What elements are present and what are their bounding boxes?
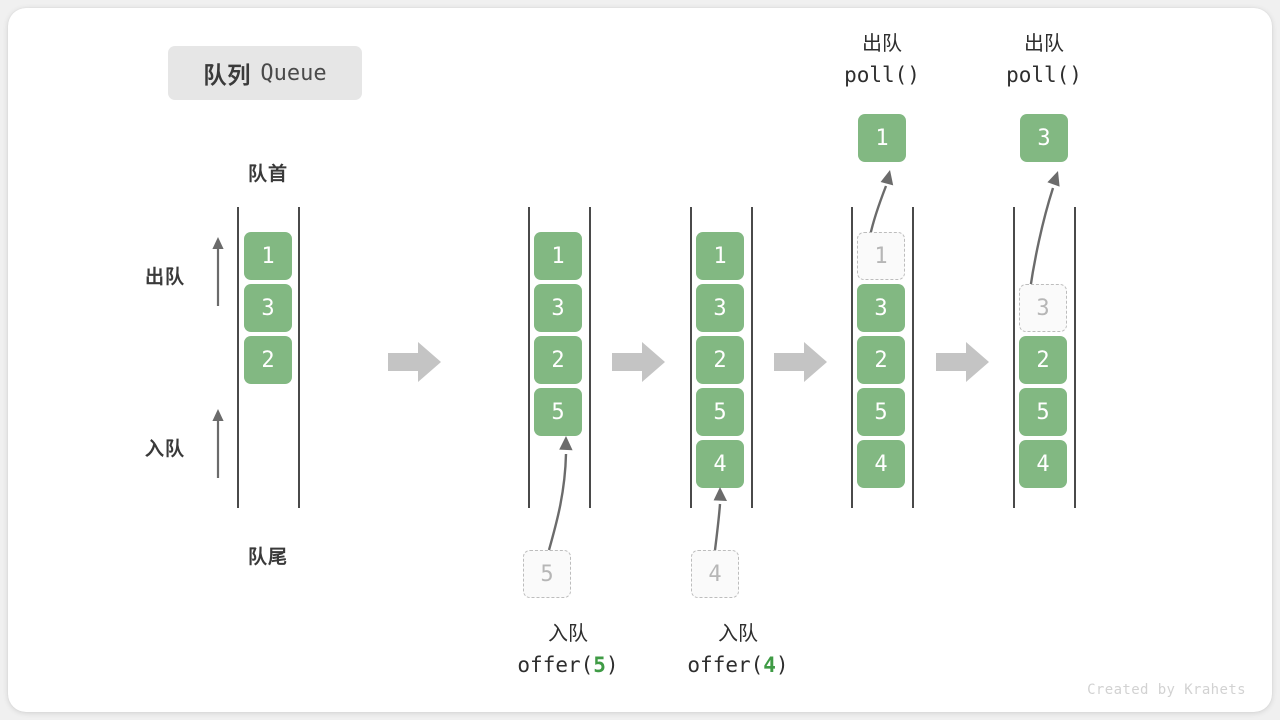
caption-offer-4-cn: 入队 [718,623,758,645]
cell-stage-5-0 [1019,232,1067,280]
cell-stage-3-0: 1 [696,232,744,280]
cell-stage-5-1: 3 [1019,284,1067,332]
cell-stage-2-3: 5 [534,388,582,436]
caption-offer-5: 入队 offer(5) [468,620,668,681]
transition-arrow-3-icon [774,340,828,384]
incoming-ghost-cell-5: 5 [523,550,571,598]
dequeue-up-arrow-icon [209,236,227,308]
cell-stage-1-1: 3 [244,284,292,332]
rail-left-stage-2 [528,207,530,508]
enqueue-direction-label: 入队 [145,439,186,460]
caption-poll-1: 出队 poll() [806,30,958,91]
cell-stage-2-0: 1 [534,232,582,280]
transition-arrow-2-icon [612,340,666,384]
diagram-card: 队列 Queue 队首 队尾 出队 入队 1 3 2 [8,8,1272,712]
cell-stage-3-3: 5 [696,388,744,436]
title-en: Queue [260,60,327,86]
dequeue-curve-arrow-1-icon [850,166,898,238]
rail-right-stage-2 [589,207,591,508]
queue-head-label: 队首 [247,164,288,185]
dequeue-curve-arrow-3-icon [1012,166,1066,292]
enqueue-up-arrow-icon [209,408,227,480]
rail-right-stage-5 [1074,207,1076,508]
cell-stage-5-4: 4 [1019,440,1067,488]
cell-stage-3-1: 3 [696,284,744,332]
cell-stage-1-0: 1 [244,232,292,280]
cell-stage-4-2: 2 [857,336,905,384]
caption-poll-3-cn: 出队 [1024,33,1064,55]
caption-offer-5-cn: 入队 [548,623,588,645]
enqueue-curve-arrow-5-icon [535,430,583,552]
caption-poll-1-code: poll() [844,62,920,87]
rail-left-stage-4 [851,207,853,508]
rail-right-stage-4 [912,207,914,508]
caption-poll-1-cn: 出队 [862,33,902,55]
dequeue-direction-label: 出队 [145,267,186,288]
caption-poll-3: 出队 poll() [968,30,1120,91]
diagram-stage: 队列 Queue 队首 队尾 出队 入队 1 3 2 [8,8,1272,712]
caption-offer-4: 入队 offer(4) [638,620,838,681]
cell-stage-5-2: 2 [1019,336,1067,384]
rail-left-stage-3 [690,207,692,508]
rail-left-stage-1 [237,207,239,508]
cell-stage-4-3: 5 [857,388,905,436]
cell-stage-4-0: 1 [857,232,905,280]
cell-stage-3-4: 4 [696,440,744,488]
caption-poll-3-code: poll() [1006,62,1082,87]
enqueue-curve-arrow-4-icon [703,482,743,552]
cell-stage-1-2: 2 [244,336,292,384]
rail-right-stage-1 [298,207,300,508]
outgoing-cell-1: 1 [858,114,906,162]
incoming-ghost-cell-4: 4 [691,550,739,598]
rail-right-stage-3 [751,207,753,508]
title-badge: 队列 Queue [168,46,362,100]
cell-stage-3-2: 2 [696,336,744,384]
queue-tail-label: 队尾 [247,547,288,568]
watermark: Created by Krahets [1087,682,1246,698]
rail-left-stage-5 [1013,207,1015,508]
cell-stage-2-2: 2 [534,336,582,384]
cell-stage-4-1: 3 [857,284,905,332]
cell-stage-5-3: 5 [1019,388,1067,436]
title-cn: 队列 [203,62,252,88]
outgoing-cell-3: 3 [1020,114,1068,162]
cell-stage-2-1: 3 [534,284,582,332]
transition-arrow-4-icon [936,340,990,384]
cell-stage-4-4: 4 [857,440,905,488]
caption-offer-5-code: offer(5) [517,652,619,677]
transition-arrow-1-icon [388,340,442,384]
caption-offer-4-code: offer(4) [687,652,789,677]
